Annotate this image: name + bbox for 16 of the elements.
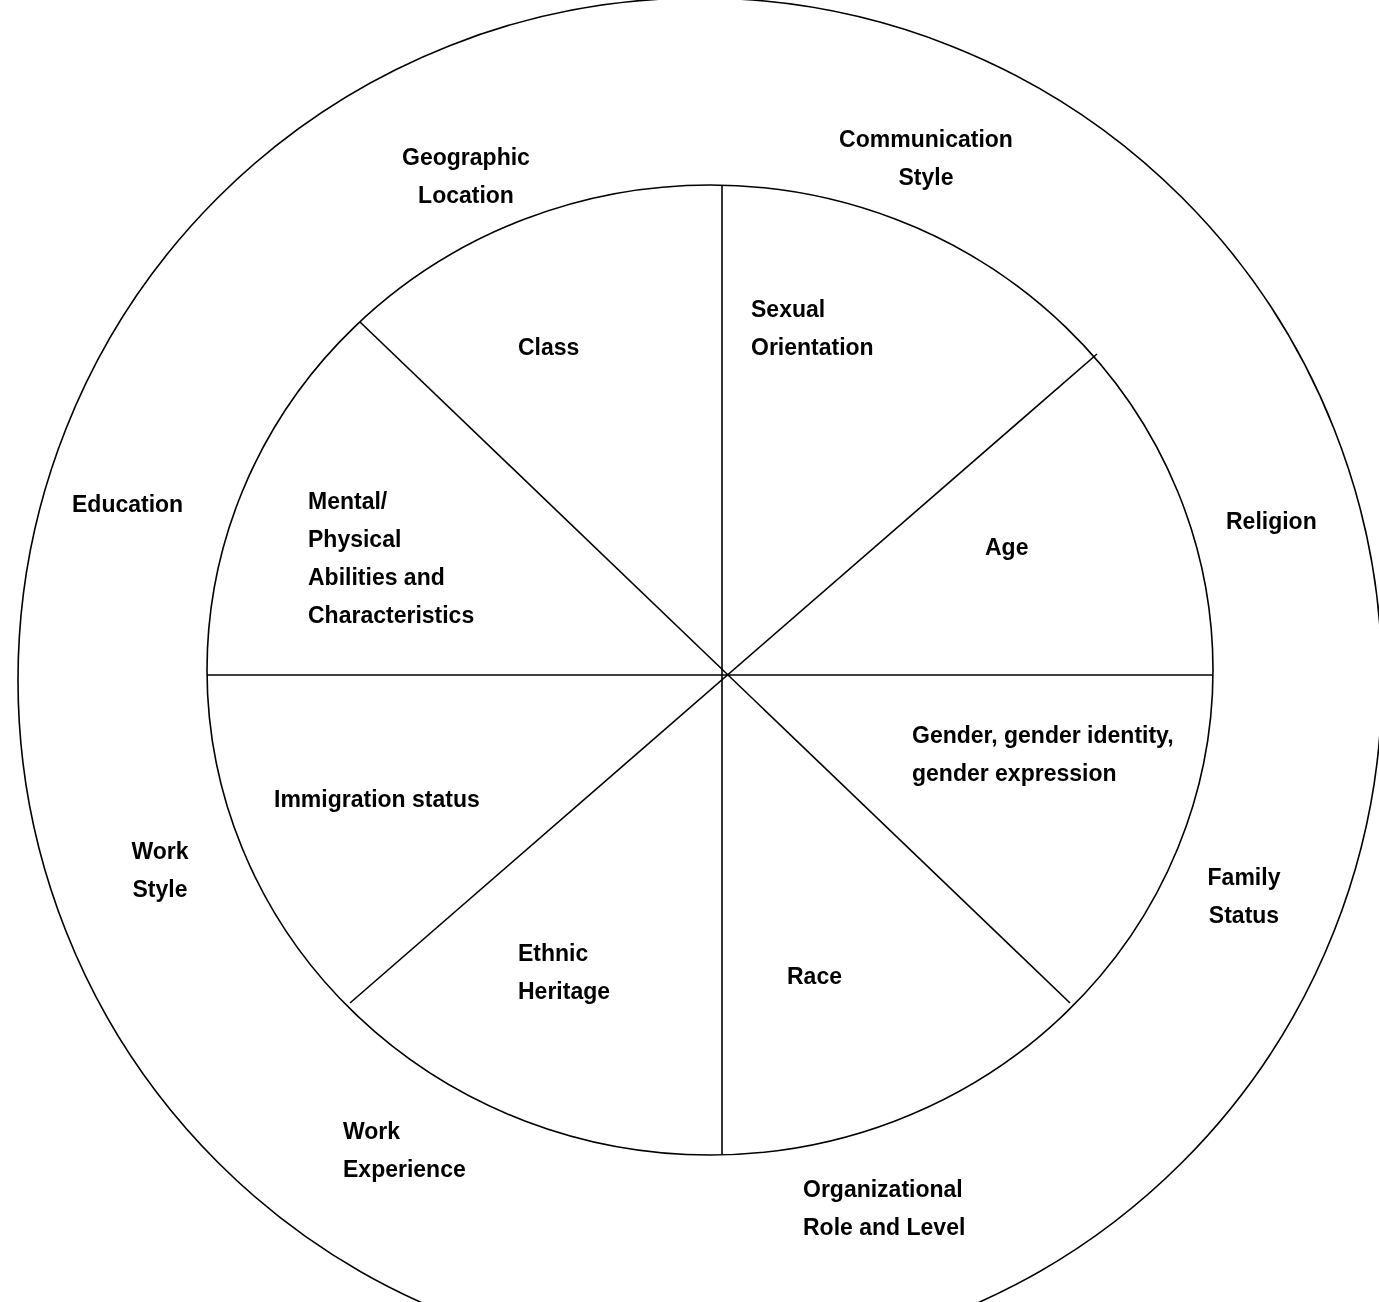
- segment-label: Ethnic Heritage: [518, 939, 612, 1006]
- segment-label: Race: [787, 962, 843, 991]
- segment-label: Mental/ Physical Abilities and Characteristics: [308, 487, 476, 630]
- segment-label: Gender, gender identity, gender expression: [912, 721, 1175, 788]
- ring-label: Work Experience: [343, 1117, 467, 1184]
- ring-label: Education: [72, 490, 185, 519]
- ring-label: Organizational Role and Level: [803, 1175, 967, 1242]
- ring-label: Work Style: [130, 837, 190, 904]
- ring-label: Religion: [1226, 507, 1318, 536]
- segment-label: Immigration status: [274, 785, 481, 814]
- ring-label: Communication Style: [838, 125, 1014, 192]
- segment-label: Age: [985, 533, 1030, 562]
- ring-label: Family Status: [1206, 863, 1282, 930]
- segment-label: Sexual Orientation: [751, 295, 875, 362]
- segment-label: Class: [518, 333, 581, 362]
- ring-label: Geographic Location: [401, 143, 531, 210]
